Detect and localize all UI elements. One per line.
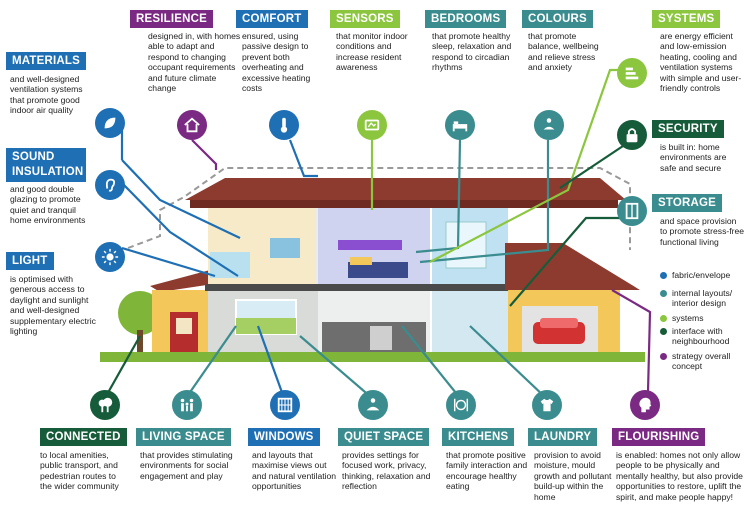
colours-text: that promote balance, wellbeing and reli…: [528, 31, 599, 73]
connected-title: CONNECTED: [40, 428, 127, 446]
resilience-text: designed in, with homes able to adapt an…: [148, 31, 241, 94]
comfort-title: COMFORT: [236, 10, 308, 28]
sensors-text: that monitor indoor conditions and incre…: [336, 31, 408, 73]
ground: [100, 352, 645, 362]
bedrooms-title: BEDROOMS: [425, 10, 507, 28]
sensor-device-icon: [357, 110, 387, 140]
ear-icon: [95, 170, 125, 200]
padlock-icon: [617, 120, 647, 150]
legend-dot-neighbourhood: [660, 328, 667, 335]
light-title: LIGHT: [6, 252, 54, 270]
systems-title: SYSTEMS: [652, 10, 721, 28]
flourishing-text: is enabled: homes not only allow people …: [616, 450, 743, 502]
sound-insulation-title: SOUND INSULATION: [6, 148, 86, 182]
kitchens-title: KITCHENS: [442, 428, 515, 446]
materials-title: MATERIALS: [6, 52, 87, 70]
quiet-space-text: provides settings for focused work, priv…: [342, 450, 431, 492]
storage-title: STORAGE: [652, 194, 723, 212]
light-text: is optimised with generous access to day…: [10, 274, 96, 337]
legend-dot-systems: [660, 315, 667, 322]
legend-neighbourhood: interface with neighbourhood: [672, 326, 730, 347]
flourishing-title: FLOURISHING: [612, 428, 706, 446]
legend-dot-strategy: [660, 353, 667, 360]
cutlery-icon: [446, 390, 476, 420]
wardrobe-icon: [617, 196, 647, 226]
bedrooms-text: that promote healthy sleep, relaxation a…: [432, 31, 512, 73]
materials-text: and well-designed ventilation systems th…: [10, 74, 83, 116]
security-title: SECURITY: [652, 120, 724, 138]
quiet-space-title: QUIET SPACE: [338, 428, 430, 446]
colours-title: COLOURS: [522, 10, 593, 28]
legend-dot-internal: [660, 290, 667, 297]
windows-text: and layouts that maximise views out and …: [252, 450, 337, 492]
bed: [348, 262, 408, 278]
kitchens-text: that promote positive family interaction…: [446, 450, 528, 492]
legend-internal: internal layouts/ interior design: [672, 288, 733, 309]
trees-icon: [90, 390, 120, 420]
storage-text: and space provision to promote stress-fr…: [660, 216, 745, 247]
meditation-icon: [534, 110, 564, 140]
laundry-text: provision to avoid moisture, mould growt…: [534, 450, 612, 502]
family-icon: [172, 390, 202, 420]
energy-rating-icon: [617, 58, 647, 88]
resilience-title: RESILIENCE: [130, 10, 214, 28]
laundry-title: LAUNDRY: [528, 428, 598, 446]
legend-fabric: fabric/envelope: [672, 270, 731, 280]
living-space-text: that provides stimulating environments f…: [140, 450, 233, 481]
legend-strategy: strategy overall concept: [672, 351, 731, 372]
window-grid-icon: [270, 390, 300, 420]
connected-text: to local amenities, public transport, an…: [40, 450, 119, 492]
comfort-text: ensured, using passive design to prevent…: [242, 31, 311, 94]
thermometer-icon: [269, 110, 299, 140]
sun-icon: [95, 242, 125, 272]
living-space-title: LIVING SPACE: [136, 428, 231, 446]
security-text: is built in: home environments are safe …: [660, 142, 727, 173]
head-profile-icon: [630, 390, 660, 420]
quiet-person-icon: [358, 390, 388, 420]
laundry-room: [432, 291, 508, 352]
resilience-house-icon: [177, 110, 207, 140]
legend-dot-fabric: [660, 272, 667, 279]
windows-title: WINDOWS: [248, 428, 320, 446]
oven: [370, 326, 392, 350]
main-roof: [185, 178, 626, 200]
legend-systems: systems: [672, 313, 704, 323]
sound-insulation-text: and good double glazing to promote quiet…: [10, 184, 86, 226]
leaf-icon: [95, 108, 125, 138]
systems-text: are energy efficient and low-emission he…: [660, 31, 742, 94]
shirt-icon: [532, 390, 562, 420]
tree-left: [118, 291, 162, 335]
dashed-envelope-outline: [127, 167, 631, 250]
sensors-title: SENSORS: [330, 10, 400, 28]
bed-icon: [445, 110, 475, 140]
